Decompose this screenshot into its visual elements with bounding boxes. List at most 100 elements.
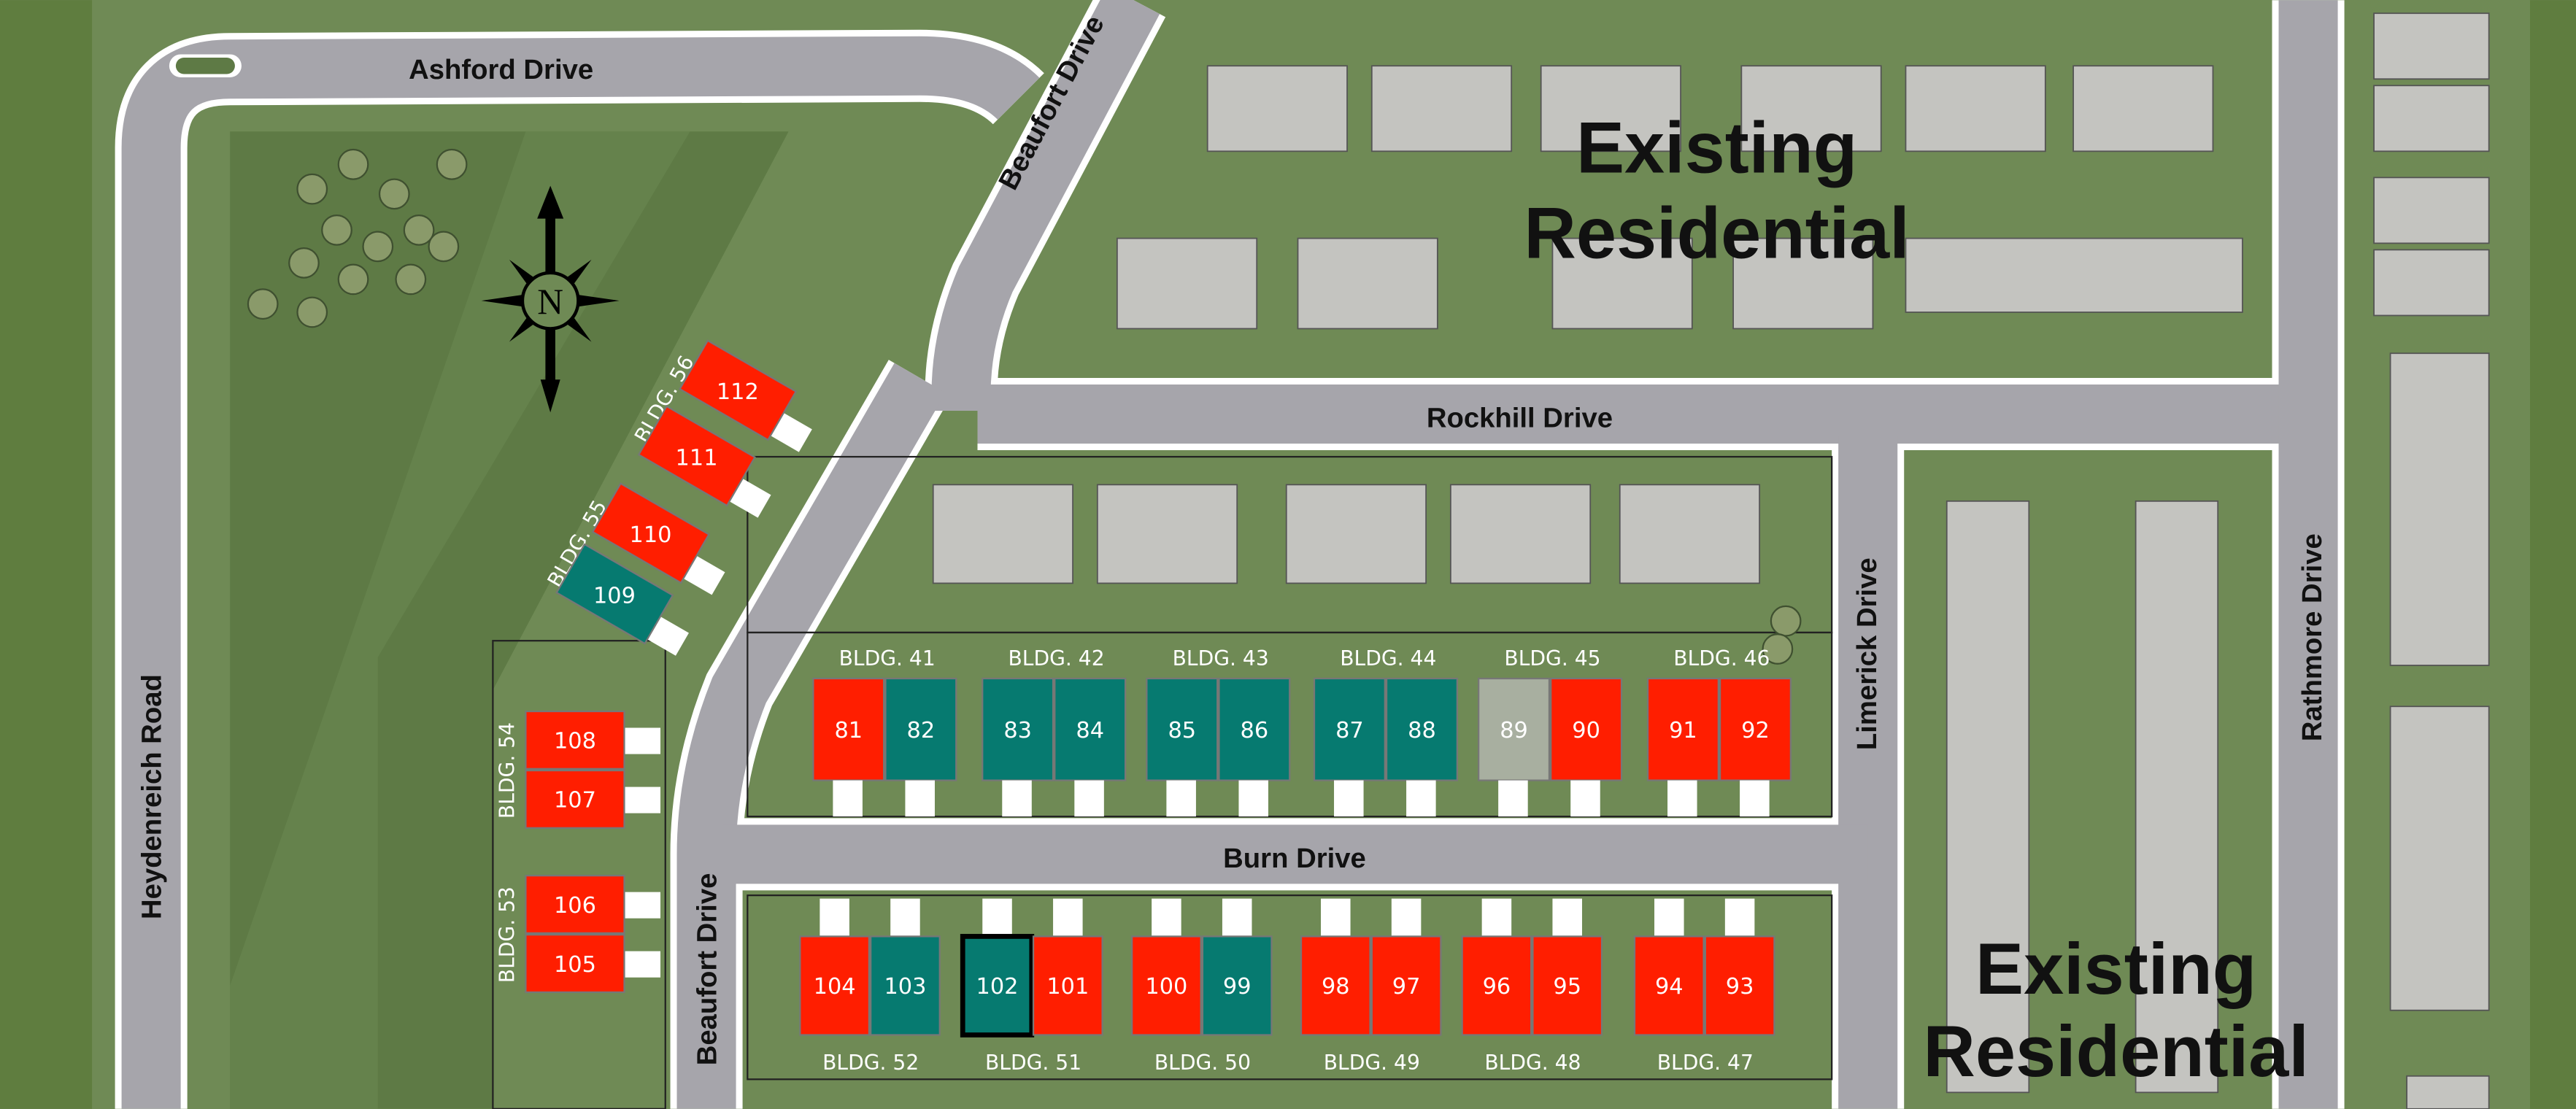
unit-102-footprint[interactable]: [960, 934, 1035, 1037]
driveway: [1740, 780, 1770, 817]
unit-93-footprint[interactable]: [1704, 935, 1775, 1036]
unit-81[interactable]: 81: [812, 677, 885, 781]
unit-number-label: 89: [1500, 718, 1528, 743]
unit-106[interactable]: 106: [525, 874, 625, 935]
unit-number-label: 109: [593, 583, 636, 608]
unit-95-footprint[interactable]: [1532, 935, 1603, 1036]
unit-82-footprint[interactable]: [884, 677, 957, 781]
unit-number-label: 82: [907, 718, 936, 743]
unit-83[interactable]: 83: [982, 677, 1054, 781]
road-label-rockhill: Rockhill Drive: [1427, 403, 1613, 434]
existing-building: [1206, 65, 1348, 152]
unit-81-footprint[interactable]: [812, 677, 885, 781]
unit-105[interactable]: 105: [525, 934, 625, 994]
unit-88[interactable]: 88: [1385, 677, 1459, 781]
existing-building: [1619, 484, 1761, 584]
unit-86[interactable]: 86: [1218, 677, 1291, 781]
tree-icon: [296, 173, 328, 205]
existing-building: [1732, 237, 1874, 330]
building-label: BLDG. 52: [822, 1051, 919, 1075]
driveway: [620, 892, 661, 919]
field-stripe: [230, 131, 690, 1109]
tree-icon: [378, 178, 410, 210]
unit-94-footprint[interactable]: [1633, 935, 1705, 1036]
unit-number-label: 81: [834, 718, 863, 743]
unit-98-footprint[interactable]: [1300, 935, 1371, 1036]
unit-94[interactable]: 94: [1633, 935, 1705, 1036]
unit-84-footprint[interactable]: [1054, 677, 1127, 781]
unit-112[interactable]: 112: [679, 339, 798, 441]
unit-87[interactable]: 87: [1313, 677, 1386, 781]
left-green-strip: [0, 0, 93, 1109]
unit-104[interactable]: 104: [799, 935, 871, 1036]
existing-building: [1740, 65, 1882, 152]
unit-108-footprint[interactable]: [525, 710, 625, 770]
unit-108[interactable]: 108: [525, 710, 625, 770]
unit-99[interactable]: 99: [1201, 935, 1273, 1036]
existing-building: [1116, 237, 1258, 330]
unit-number-label: 97: [1392, 974, 1421, 1000]
unit-86-footprint[interactable]: [1218, 677, 1291, 781]
unit-89[interactable]: 89: [1478, 677, 1551, 781]
unit-100-footprint[interactable]: [1131, 935, 1202, 1036]
driveway: [820, 898, 849, 938]
unit-84[interactable]: 84: [1054, 677, 1127, 781]
unit-number-label: 96: [1483, 974, 1511, 1000]
unit-92[interactable]: 92: [1719, 677, 1792, 781]
driveway: [905, 780, 935, 817]
unit-number-label: 108: [554, 729, 596, 754]
unit-103-footprint[interactable]: [870, 935, 941, 1036]
unit-92-footprint[interactable]: [1719, 677, 1792, 781]
unit-100[interactable]: 100: [1131, 935, 1202, 1036]
unit-104-footprint[interactable]: [799, 935, 871, 1036]
unit-110-footprint[interactable]: [591, 482, 710, 584]
building-label: BLDG. 48: [1484, 1051, 1581, 1075]
unit-98[interactable]: 98: [1300, 935, 1371, 1036]
existing-building: [1449, 484, 1592, 584]
unit-107-footprint[interactable]: [525, 769, 625, 829]
tree-icon: [362, 231, 394, 263]
driveway: [1222, 898, 1252, 938]
unit-95[interactable]: 95: [1532, 935, 1603, 1036]
unit-96-footprint[interactable]: [1461, 935, 1532, 1036]
unit-103[interactable]: 103: [870, 935, 941, 1036]
driveway: [1570, 780, 1600, 817]
unit-105-footprint[interactable]: [525, 934, 625, 994]
unit-number-label: 90: [1572, 718, 1600, 743]
unit-101-footprint[interactable]: [1032, 935, 1103, 1036]
unit-90[interactable]: 90: [1550, 677, 1623, 781]
unit-112-footprint[interactable]: [679, 339, 798, 441]
unit-91[interactable]: 91: [1646, 677, 1719, 781]
unit-99-footprint[interactable]: [1201, 935, 1273, 1036]
unit-110[interactable]: 110: [591, 482, 710, 584]
unit-109-footprint[interactable]: [555, 543, 674, 645]
unit-96[interactable]: 96: [1461, 935, 1532, 1036]
unit-101[interactable]: 101: [1032, 935, 1103, 1036]
tree-icon: [1762, 633, 1794, 665]
existing-building: [1096, 484, 1238, 584]
driveway: [982, 898, 1012, 938]
unit-83-footprint[interactable]: [982, 677, 1054, 781]
unit-85[interactable]: 85: [1146, 677, 1219, 781]
existing-building: [2373, 249, 2490, 317]
unit-82[interactable]: 82: [884, 677, 957, 781]
unit-106-footprint[interactable]: [525, 874, 625, 935]
unit-97-footprint[interactable]: [1370, 935, 1442, 1036]
tree-icon: [337, 263, 369, 295]
unit-97[interactable]: 97: [1370, 935, 1442, 1036]
tree-icon: [296, 296, 328, 328]
unit-109[interactable]: 109: [555, 543, 674, 645]
unit-87-footprint[interactable]: [1313, 677, 1386, 781]
unit-111-footprint[interactable]: [637, 405, 756, 507]
unit-93[interactable]: 93: [1704, 935, 1775, 1036]
unit-107[interactable]: 107: [525, 769, 625, 829]
unit-112-rotated: 112: [679, 339, 812, 452]
driveway: [1667, 780, 1697, 817]
unit-88-footprint[interactable]: [1385, 677, 1459, 781]
unit-111[interactable]: 111: [637, 405, 756, 507]
unit-89-footprint[interactable]: [1478, 677, 1551, 781]
unit-102[interactable]: 102: [960, 934, 1035, 1037]
